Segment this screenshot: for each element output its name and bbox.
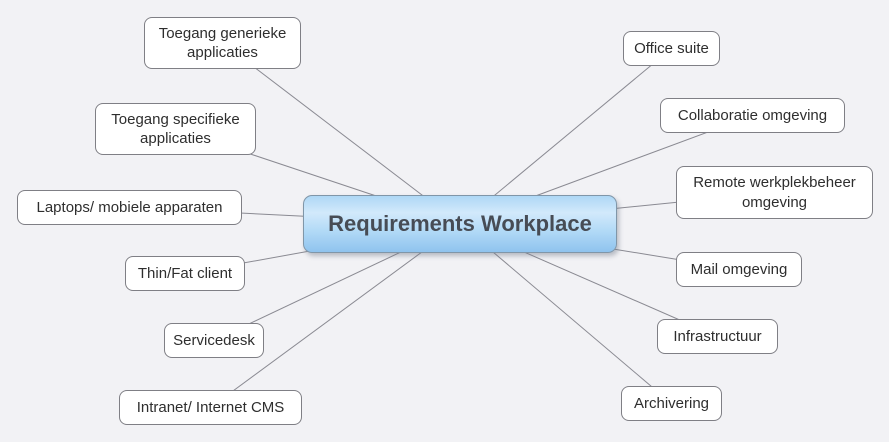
node-label: Toegang specifieke applicaties — [111, 110, 240, 148]
node-label: Office suite — [634, 39, 709, 57]
node-collaboratie-omgeving[interactable]: Collaboratie omgeving — [660, 98, 845, 133]
node-office-suite[interactable]: Office suite — [623, 31, 720, 66]
central-node-label: Requirements Workplace — [328, 211, 592, 236]
node-label: Remote werkplekbeheer omgeving — [693, 174, 856, 211]
node-label: Intranet/ Internet CMS — [136, 398, 285, 416]
node-laptops-mobiele-apparaten[interactable]: Laptops/ mobiele apparaten — [17, 190, 242, 225]
node-label: Toegang generieke applicaties — [158, 24, 287, 62]
node-remote-werkplekbeheer-omgeving[interactable]: Remote werkplekbeheer omgeving — [676, 166, 873, 219]
node-label: Collaboratie omgeving — [677, 106, 828, 124]
node-toegang-specifieke-applicaties[interactable]: Toegang specifieke applicaties — [95, 103, 256, 155]
node-label: Laptops/ mobiele apparaten — [36, 198, 223, 216]
node-intranet-internet-cms[interactable]: Intranet/ Internet CMS — [119, 390, 302, 425]
central-node-requirements-workplace[interactable]: Requirements Workplace — [303, 195, 617, 253]
node-infrastructuur[interactable]: Infrastructuur — [657, 319, 778, 354]
node-archivering[interactable]: Archivering — [621, 386, 722, 421]
node-label: Infrastructuur — [673, 327, 762, 345]
node-label: Mail omgeving — [690, 260, 788, 278]
node-servicedesk[interactable]: Servicedesk — [164, 323, 264, 358]
node-label: Thin/Fat client — [137, 264, 233, 282]
node-toegang-generieke-applicaties[interactable]: Toegang generieke applicaties — [144, 17, 301, 69]
node-label: Archivering — [633, 394, 710, 412]
node-mail-omgeving[interactable]: Mail omgeving — [676, 252, 802, 287]
node-thin-fat-client[interactable]: Thin/Fat client — [125, 256, 245, 291]
node-label: Servicedesk — [173, 331, 255, 349]
